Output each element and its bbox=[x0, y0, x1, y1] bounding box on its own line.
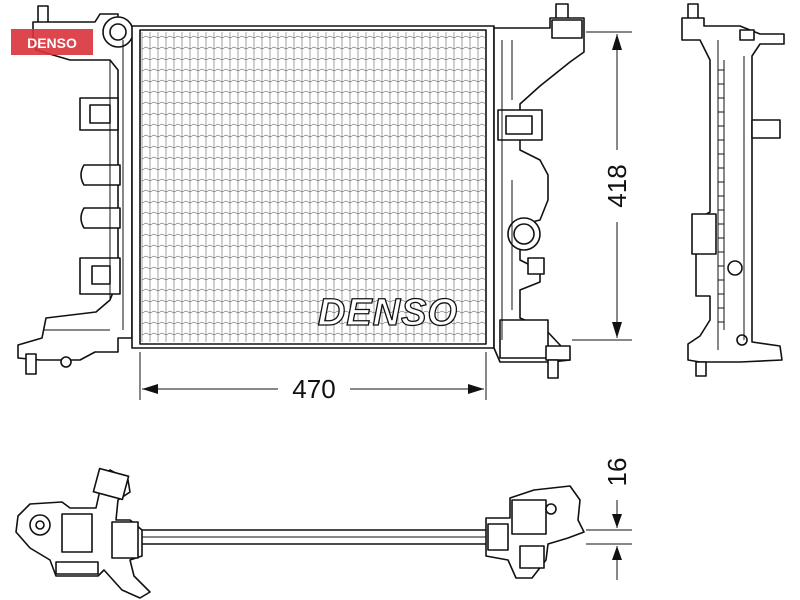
logo-text: DENSO bbox=[27, 35, 77, 51]
denso-logo: DENSO bbox=[11, 29, 93, 55]
height-dimension: 418 bbox=[572, 31, 632, 341]
logo-badge bbox=[11, 29, 93, 55]
radiator-core: DENSO bbox=[131, 25, 495, 349]
width-dimension-label: 470 bbox=[292, 374, 335, 404]
right-tank bbox=[493, 3, 585, 379]
front-view: DENSO DENSO bbox=[11, 3, 632, 404]
core-fins bbox=[141, 32, 487, 342]
width-dimension: 470 bbox=[139, 352, 487, 404]
top-view: 16 bbox=[15, 458, 632, 599]
thickness-dimension: 16 bbox=[586, 458, 632, 580]
left-tank bbox=[17, 5, 134, 375]
side-view bbox=[681, 3, 785, 377]
core-brand-label: DENSO bbox=[318, 292, 458, 334]
thickness-dimension-label: 16 bbox=[602, 458, 632, 487]
side-view-ribs bbox=[718, 69, 724, 323]
height-dimension-label: 418 bbox=[602, 164, 632, 207]
